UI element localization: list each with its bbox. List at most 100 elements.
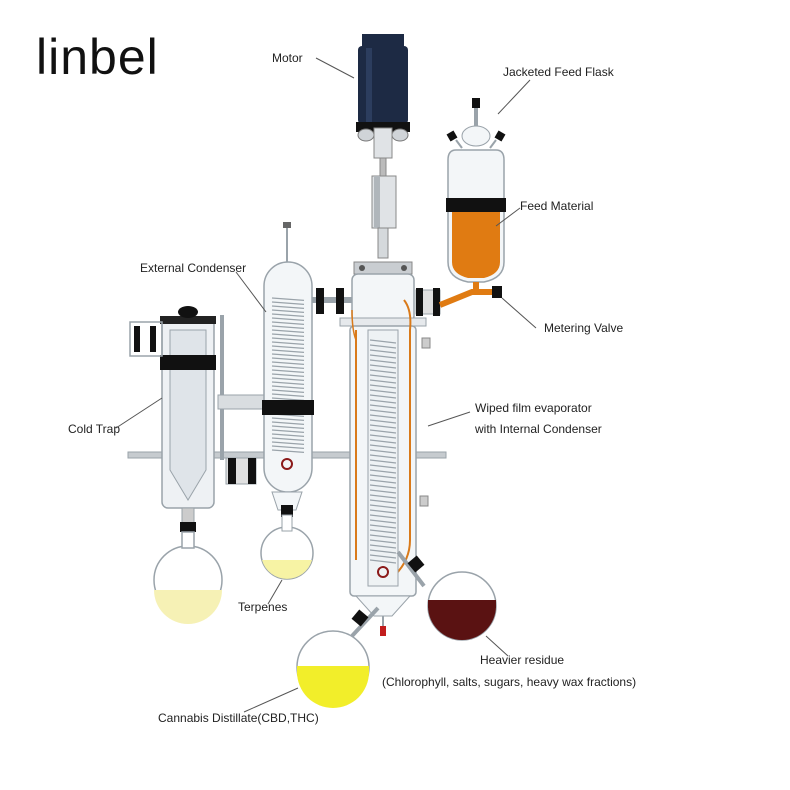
coil-winding	[369, 409, 397, 414]
terpene-flask	[260, 514, 314, 580]
coil-winding	[271, 377, 305, 381]
coil-winding	[271, 389, 305, 393]
coil-winding	[369, 399, 397, 404]
coil-winding	[271, 297, 305, 301]
label-cold-trap: Cold Trap	[68, 422, 120, 436]
coil-winding	[369, 539, 397, 544]
coil-winding	[369, 529, 397, 534]
coil-winding	[271, 425, 305, 429]
coil-winding	[369, 394, 397, 399]
coil-winding	[369, 454, 397, 459]
coil-winding	[369, 534, 397, 539]
coil-winding	[369, 379, 397, 384]
label-heavier-residue-line1: Heavier residue	[480, 653, 564, 667]
metering-valve	[492, 286, 502, 298]
coil-winding	[271, 365, 305, 369]
coil-winding	[271, 349, 305, 353]
coil-winding	[369, 369, 397, 374]
coil-winding	[271, 345, 305, 349]
coil-winding	[271, 317, 305, 321]
coil-winding	[271, 313, 305, 317]
coil-winding	[369, 499, 397, 504]
coil-winding	[369, 414, 397, 419]
label-cannabis-distillate: Cannabis Distillate(CBD,THC)	[158, 711, 319, 725]
coil-winding	[369, 524, 397, 529]
coil-winding	[369, 404, 397, 409]
coil-winding	[271, 385, 305, 389]
coil-winding	[369, 339, 397, 344]
coil-winding	[369, 434, 397, 439]
residue-flask	[396, 550, 497, 641]
coil-winding	[369, 374, 397, 379]
coil-winding	[369, 544, 397, 549]
coil-winding	[369, 344, 397, 349]
cold-trap-clamp	[160, 355, 216, 370]
coil-winding	[271, 357, 305, 361]
coil-winding	[271, 309, 305, 313]
coil-winding	[369, 364, 397, 369]
coil-winding	[271, 333, 305, 337]
coil-winding	[271, 305, 305, 309]
coil-winding	[369, 559, 397, 564]
coil-winding	[369, 484, 397, 489]
label-heavier-residue-line2: (Chlorophyll, salts, sugars, heavy wax f…	[382, 675, 636, 689]
coil-winding	[271, 441, 305, 445]
coil-winding	[271, 341, 305, 345]
coil-winding	[271, 429, 305, 433]
coil-winding	[271, 325, 305, 329]
cold-trap-condenser-joint	[225, 457, 257, 485]
brand-logo: linbel	[36, 29, 159, 85]
coil-winding	[369, 449, 397, 454]
condenser-evaporator-joint	[312, 288, 352, 314]
coil-winding	[369, 469, 397, 474]
coil-winding	[369, 514, 397, 519]
coil-winding	[369, 504, 397, 509]
coil-winding	[271, 369, 305, 373]
label-jacketed-feed-flask: Jacketed Feed Flask	[503, 65, 615, 79]
coil-winding	[369, 464, 397, 469]
coil-winding	[369, 479, 397, 484]
coil-winding	[369, 359, 397, 364]
wiped-film-evaporator	[339, 273, 431, 636]
coil-winding	[369, 459, 397, 464]
metering-valve-joint	[415, 288, 441, 316]
coil-winding	[271, 337, 305, 341]
coil-winding	[369, 519, 397, 524]
feed-flask-clamp	[446, 198, 506, 212]
label-wiped-film-line2: with Internal Condenser	[474, 422, 602, 436]
coil-winding	[369, 419, 397, 424]
label-feed-material: Feed Material	[520, 199, 593, 213]
leader-lines	[115, 57, 537, 713]
coil-winding	[369, 554, 397, 559]
coil-winding	[271, 329, 305, 333]
coil-winding	[369, 494, 397, 499]
coil-winding	[369, 509, 397, 514]
coil-winding	[369, 489, 397, 494]
coil-winding	[369, 444, 397, 449]
coil-winding	[369, 384, 397, 389]
label-motor: Motor	[272, 51, 303, 65]
coil-winding	[271, 321, 305, 325]
coil-winding	[369, 549, 397, 554]
cold-trap	[129, 306, 269, 533]
coil-winding	[369, 354, 397, 359]
label-external-condenser: External Condenser	[140, 261, 246, 275]
coil-winding	[369, 349, 397, 354]
coil-winding	[271, 437, 305, 441]
coil-winding	[369, 424, 397, 429]
coil-winding	[369, 474, 397, 479]
jacketed-feed-flask	[438, 98, 506, 308]
condenser-clamp	[262, 400, 314, 415]
external-condenser	[262, 222, 314, 517]
coil-winding	[271, 361, 305, 365]
coil-winding	[271, 301, 305, 305]
coil-winding	[369, 439, 397, 444]
coil-winding	[271, 421, 305, 425]
cold-trap-flask	[153, 531, 223, 624]
coil-winding	[271, 353, 305, 357]
coil-winding	[271, 417, 305, 421]
label-terpenes: Terpenes	[238, 600, 287, 614]
coil-winding	[369, 389, 397, 394]
coil-winding	[271, 449, 305, 453]
